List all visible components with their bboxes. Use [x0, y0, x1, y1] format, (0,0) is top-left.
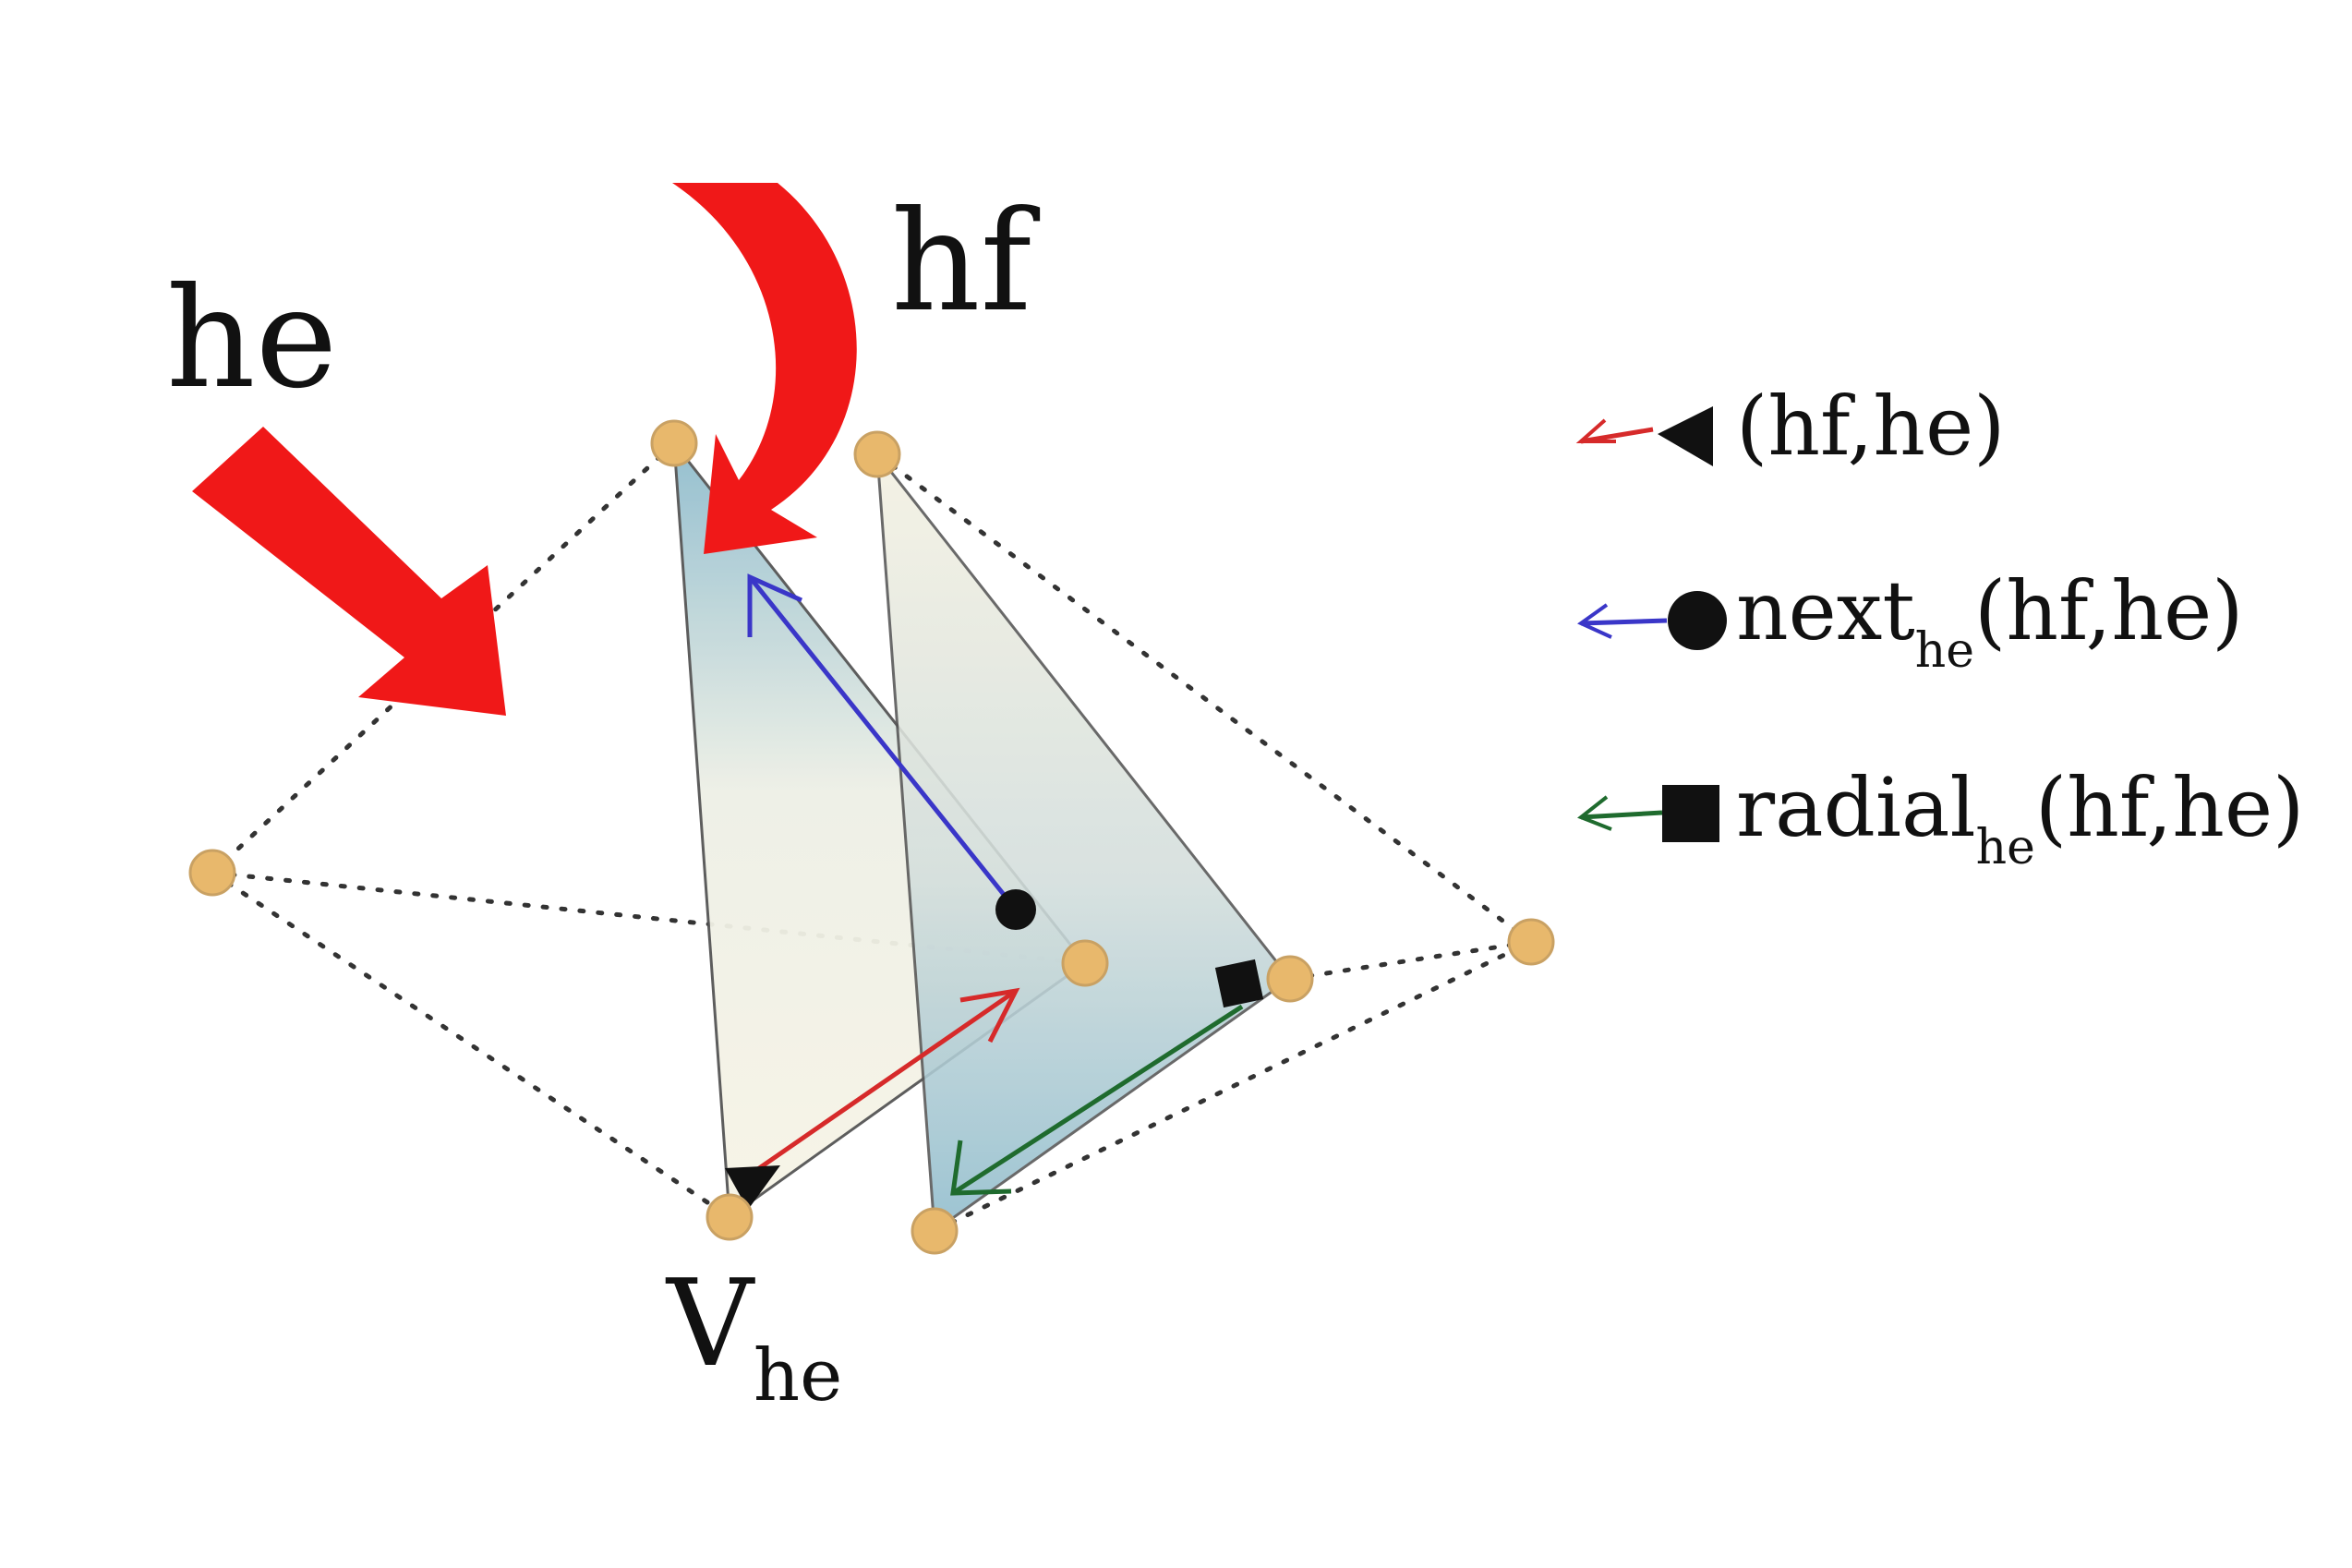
radial-square-marker [1214, 959, 1264, 1008]
legend-circle-icon [1668, 591, 1727, 650]
next-arrow [747, 573, 1036, 930]
he-label: he [166, 259, 337, 419]
vertex-dot [650, 419, 698, 467]
halfedge-triangle-marker [725, 1165, 780, 1210]
legend-triangle-icon [1658, 406, 1713, 466]
legend-item-radial: radialhe(hf,he) [1577, 760, 2304, 875]
legend-label-next: nexthe(hf,he) [1736, 563, 2244, 679]
radial-arrow [950, 959, 1264, 1196]
next-circle-marker [995, 889, 1036, 930]
vertex-dot [1266, 955, 1314, 1003]
legend-label-radial: radialhe(hf,he) [1736, 760, 2304, 875]
right-face-triangle [875, 450, 1293, 1234]
legend: (hf,he) nexthe(hf,he) radialhe(hf,he) [1575, 379, 2304, 875]
legend-label-halfedge: (hf,he) [1736, 379, 2006, 474]
vertices [188, 419, 1555, 1255]
vertex-dot [188, 849, 236, 897]
vertex-dot [1061, 939, 1109, 987]
vertex-dot [1507, 918, 1555, 966]
vertex-dot [853, 430, 901, 478]
vertex-dot [911, 1207, 959, 1255]
legend-item-halfedge: (hf,he) [1575, 379, 2006, 474]
halfedge-arrow [725, 987, 1020, 1210]
legend-item-next: nexthe(hf,he) [1577, 563, 2244, 679]
he-pointer-arrow [192, 427, 506, 716]
vertex-label: Vhe [665, 1253, 842, 1417]
legend-square-icon [1662, 785, 1719, 842]
hf-label: hf [891, 182, 1041, 343]
hf-curved-arrow [672, 183, 857, 554]
vertex-dot [706, 1193, 754, 1241]
